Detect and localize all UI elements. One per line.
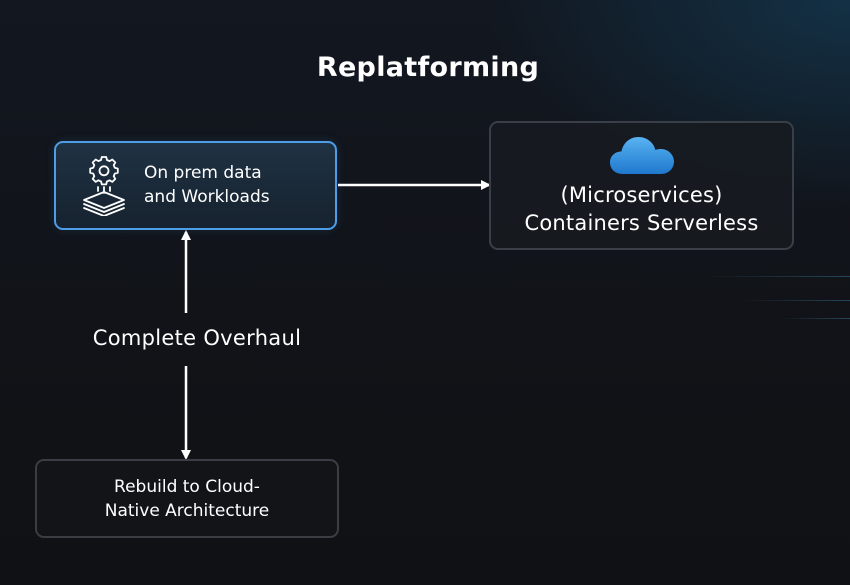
node-label: On prem data and Workloads	[144, 161, 324, 209]
node-label-line: (Microservices)	[560, 182, 723, 207]
node-label-line: Containers Serverless	[524, 210, 759, 235]
gear-layers-icon	[83, 156, 125, 216]
node-label: (Microservices) Containers Serverless	[525, 181, 759, 237]
node-on-prem-workloads: On prem data and Workloads	[54, 141, 337, 230]
background-streak	[780, 318, 850, 319]
node-label-line: Rebuild to Cloud-	[114, 476, 260, 497]
node-label: Rebuild to Cloud- Native Architecture	[105, 475, 270, 523]
node-containers-serverless: (Microservices) Containers Serverless	[489, 121, 794, 250]
node-rebuild-cloud-native: Rebuild to Cloud- Native Architecture	[35, 459, 339, 538]
background-streak	[700, 276, 850, 277]
node-label-line: and Workloads	[144, 187, 270, 207]
cloud-icon	[609, 136, 674, 174]
node-label-line: Native Architecture	[104, 500, 270, 521]
node-label-line: On prem data	[144, 163, 262, 183]
background-streak	[740, 300, 850, 301]
diagram-title: Replatforming	[316, 52, 540, 83]
edge-label-complete-overhaul: Complete Overhaul	[92, 326, 302, 350]
